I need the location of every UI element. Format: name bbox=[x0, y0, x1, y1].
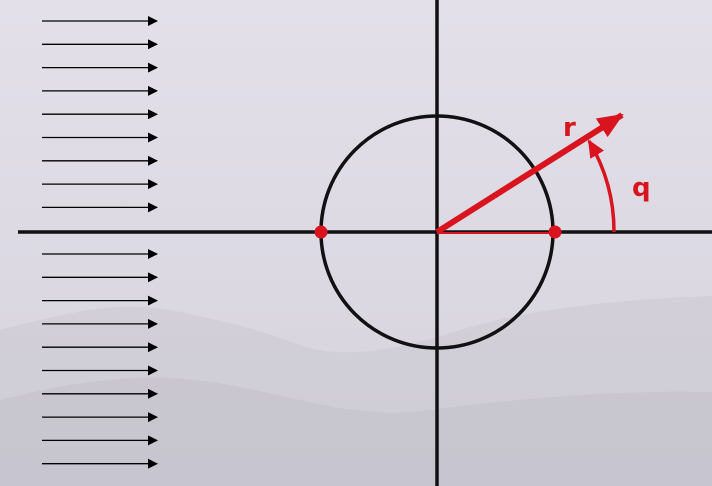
landscape-foreground bbox=[0, 377, 712, 486]
right-stagnation-point bbox=[548, 225, 562, 239]
left-stagnation-point bbox=[314, 225, 328, 239]
red-arrow-icon bbox=[435, 112, 624, 235]
radius-label: r bbox=[563, 113, 576, 143]
landscape-silhouette bbox=[0, 296, 712, 486]
flow-arrows bbox=[42, 16, 158, 469]
arc-arrow-icon bbox=[587, 139, 616, 233]
angle-label: q bbox=[632, 173, 651, 203]
